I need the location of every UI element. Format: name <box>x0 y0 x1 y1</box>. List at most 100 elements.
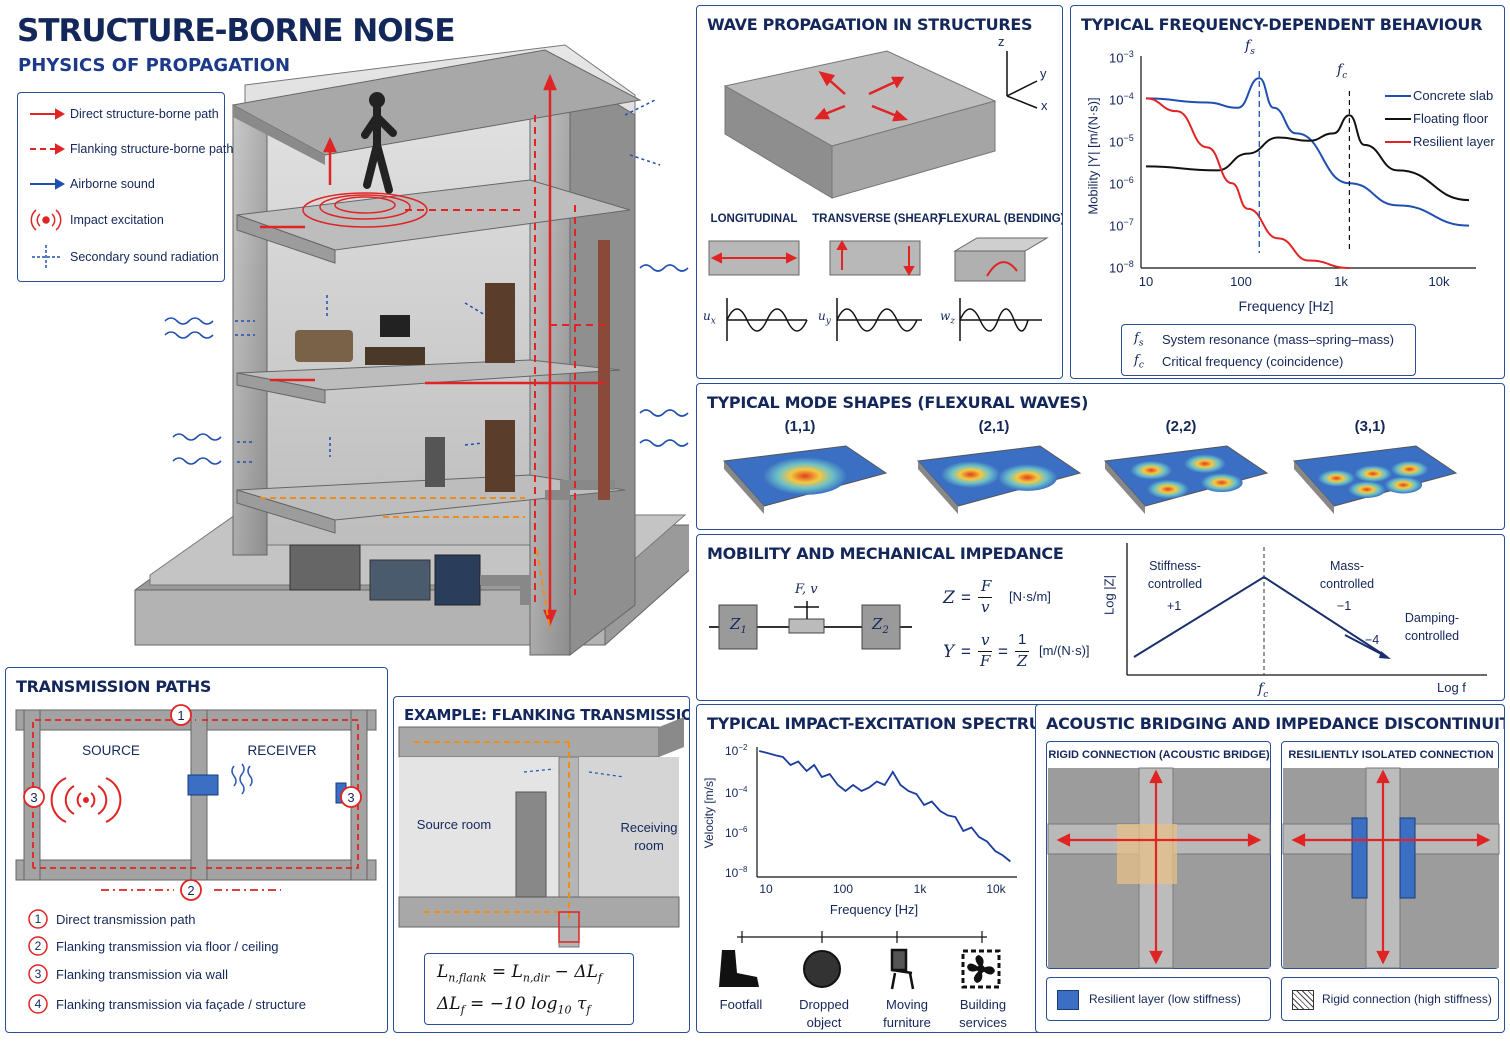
resilient-connection-box: RESILIENTLY ISOLATED CONNECTION <box>1281 741 1500 969</box>
mode-label-3-1: (3,1) <box>1354 418 1386 435</box>
source-dropped-1: Dropped <box>799 997 849 1012</box>
mode-label-2-2: (2,2) <box>1165 418 1197 435</box>
wave-diagram <box>708 50 1049 341</box>
path-label-2: Flanking transmission via floor / ceilin… <box>56 939 279 954</box>
eq-z-unit: [N·s/m] <box>1009 589 1051 604</box>
mode-plate-edge-4 <box>1294 461 1334 514</box>
mode-antinode <box>1146 479 1189 499</box>
mode-antinode <box>1347 481 1386 498</box>
resilient-label: RESILIENTLY ISOLATED CONNECTION <box>1288 749 1494 761</box>
frequency-panel: TYPICAL FREQUENCY-DEPENDENT BEHAVIOUR Mo… <box>1070 5 1505 379</box>
impedance-diagram <box>709 543 1487 676</box>
mobility-fc: fc <box>1258 681 1269 700</box>
mark-1: 1 <box>177 708 185 723</box>
mode-plate-edge-2 <box>918 461 958 514</box>
mark-2: 2 <box>187 883 195 898</box>
eq-mobility: Y = v F = 1 Z [m/(N·s)] <box>943 631 1143 671</box>
rigid-label: RIGID CONNECTION (ACOUSTIC BRIDGE) <box>1048 749 1270 761</box>
impact-xtick-100: 100 <box>832 882 854 896</box>
bridging-panel: ACOUSTIC BRIDGING AND IMPEDANCE DISCONTI… <box>1035 704 1505 1033</box>
floating-floor-line <box>1145 114 1470 202</box>
rigid-legend: Rigid connection (high stiffness) <box>1281 977 1499 1021</box>
fc-description: Critical frequency (coincidence) <box>1162 354 1344 369</box>
fs-fc-legend: fs System resonance (mass–spring–mass) f… <box>1121 324 1416 376</box>
xtick-10: 10 <box>1138 274 1154 289</box>
eq-y-num1: v <box>981 631 990 649</box>
eq-y-den1: F <box>980 652 991 670</box>
rigid-swatch <box>1292 990 1314 1010</box>
eq-y-den2: Z <box>1017 652 1028 670</box>
z2-label: Z2 <box>872 615 889 636</box>
path-num-2: 2 <box>34 939 42 953</box>
impact-xtick-10k: 10k <box>986 882 1006 896</box>
building-illustration <box>134 44 689 657</box>
slope-minus4: −4 <box>1365 633 1380 647</box>
eq-y-bar2 <box>1015 651 1029 653</box>
transmission-title: TRANSMISSION PATHS <box>16 677 212 696</box>
mode-antinode <box>1390 460 1429 478</box>
dropped-object-icon <box>803 950 841 988</box>
axis-x: x <box>1041 98 1048 113</box>
label-flexural: FLEXURAL (BENDING) <box>939 213 1063 225</box>
freq-legend-lines <box>1385 95 1411 143</box>
xtick-10k: 10k <box>1428 274 1450 289</box>
freq-xlabel: Frequency [Hz] <box>1238 298 1334 314</box>
label-longitudinal: LONGITUDINAL <box>710 213 798 225</box>
label-transverse: TRANSVERSE (SHEAR) <box>812 213 942 225</box>
ytick-1e-8: 10−8 <box>1109 259 1134 276</box>
impact-xtick-10: 10 <box>759 882 773 896</box>
legend-resilient: Resilient layer <box>1413 134 1495 149</box>
resilient-layer-legend: Resilient layer (low stiffness) <box>1046 977 1271 1021</box>
damping-label-2: controlled <box>1404 629 1460 643</box>
rigid-joint-diagram <box>1047 767 1271 969</box>
z1-label: Z1 <box>730 615 747 636</box>
mark-3-left: 3 <box>30 790 38 805</box>
eq-flank-line2: ΔLf = −10 log10 τf <box>437 994 591 1017</box>
mode-plates <box>722 445 1458 514</box>
mode-plate-3 <box>1103 445 1269 507</box>
flanking-title: EXAMPLE: FLANKING TRANSMISSION <box>404 706 690 724</box>
receiver-room-label: RECEIVER <box>247 743 317 758</box>
eq-impedance: Z = F v [N·s/m] <box>943 577 1143 617</box>
axis-y: y <box>1040 66 1047 81</box>
mode-label-1-1: (1,1) <box>784 418 816 435</box>
transmission-diagram <box>15 704 377 1014</box>
source-furniture-1: Moving <box>886 997 928 1012</box>
flanking-equation-box: Ln,flank = Ln,dir − ΔLf ΔLf = −10 log10 … <box>424 953 634 1025</box>
source-room-text: Source room <box>416 817 492 832</box>
impact-spectrum-line <box>758 750 1011 863</box>
fs-description: System resonance (mass–spring–mass) <box>1162 332 1394 347</box>
transmission-panel: TRANSMISSION PATHS <box>5 667 388 1033</box>
path-num-1: 1 <box>34 912 42 926</box>
mark-3-right: 3 <box>347 790 355 805</box>
logz-label: Log |Z| <box>1101 575 1117 615</box>
main-subtitle: PHYSICS OF PROPAGATION <box>18 55 291 76</box>
mode-plate-edge-3 <box>1105 461 1145 514</box>
impact-title: TYPICAL IMPACT-EXCITATION SPECTRUM <box>707 714 1057 733</box>
eq-z-bar <box>978 597 992 599</box>
mode-antinode <box>1384 476 1423 494</box>
path-label-3: Flanking transmission via wall <box>56 967 228 982</box>
mode-antinode <box>763 457 847 495</box>
legend-floating: Floating floor <box>1413 111 1489 126</box>
freq-ylabel: Mobility |Y| [m/(N·s)] <box>1085 97 1101 215</box>
eq-y-bar1 <box>978 651 992 653</box>
mass-label-1: Mass- <box>1329 559 1365 573</box>
legend-airborne: Airborne sound <box>70 177 155 191</box>
fc-label: fc <box>1337 62 1348 81</box>
legend-impact: Impact excitation <box>70 213 164 227</box>
concrete-slab-line <box>1145 77 1470 227</box>
impact-xtick-1k: 1k <box>913 882 927 896</box>
source-footfall: Footfall <box>719 997 763 1012</box>
ytick-1e-7: 10−7 <box>1109 217 1134 234</box>
damping-label-1: Damping- <box>1404 611 1460 625</box>
mass-label-2: controlled <box>1319 577 1375 591</box>
xtick-1k: 1k <box>1334 274 1348 289</box>
legend-concrete: Concrete slab <box>1413 88 1494 103</box>
impact-ylabel: Velocity [m/s] <box>702 777 716 849</box>
ytick-1e-3: 10−3 <box>1109 49 1134 66</box>
impact-panel: TYPICAL IMPACT-EXCITATION SPECTRUM Veloc… <box>696 704 1057 1033</box>
mode-antinode <box>1183 454 1226 474</box>
path-num-3: 3 <box>34 967 42 981</box>
receiving-room-text-1: Receiving <box>620 820 678 835</box>
